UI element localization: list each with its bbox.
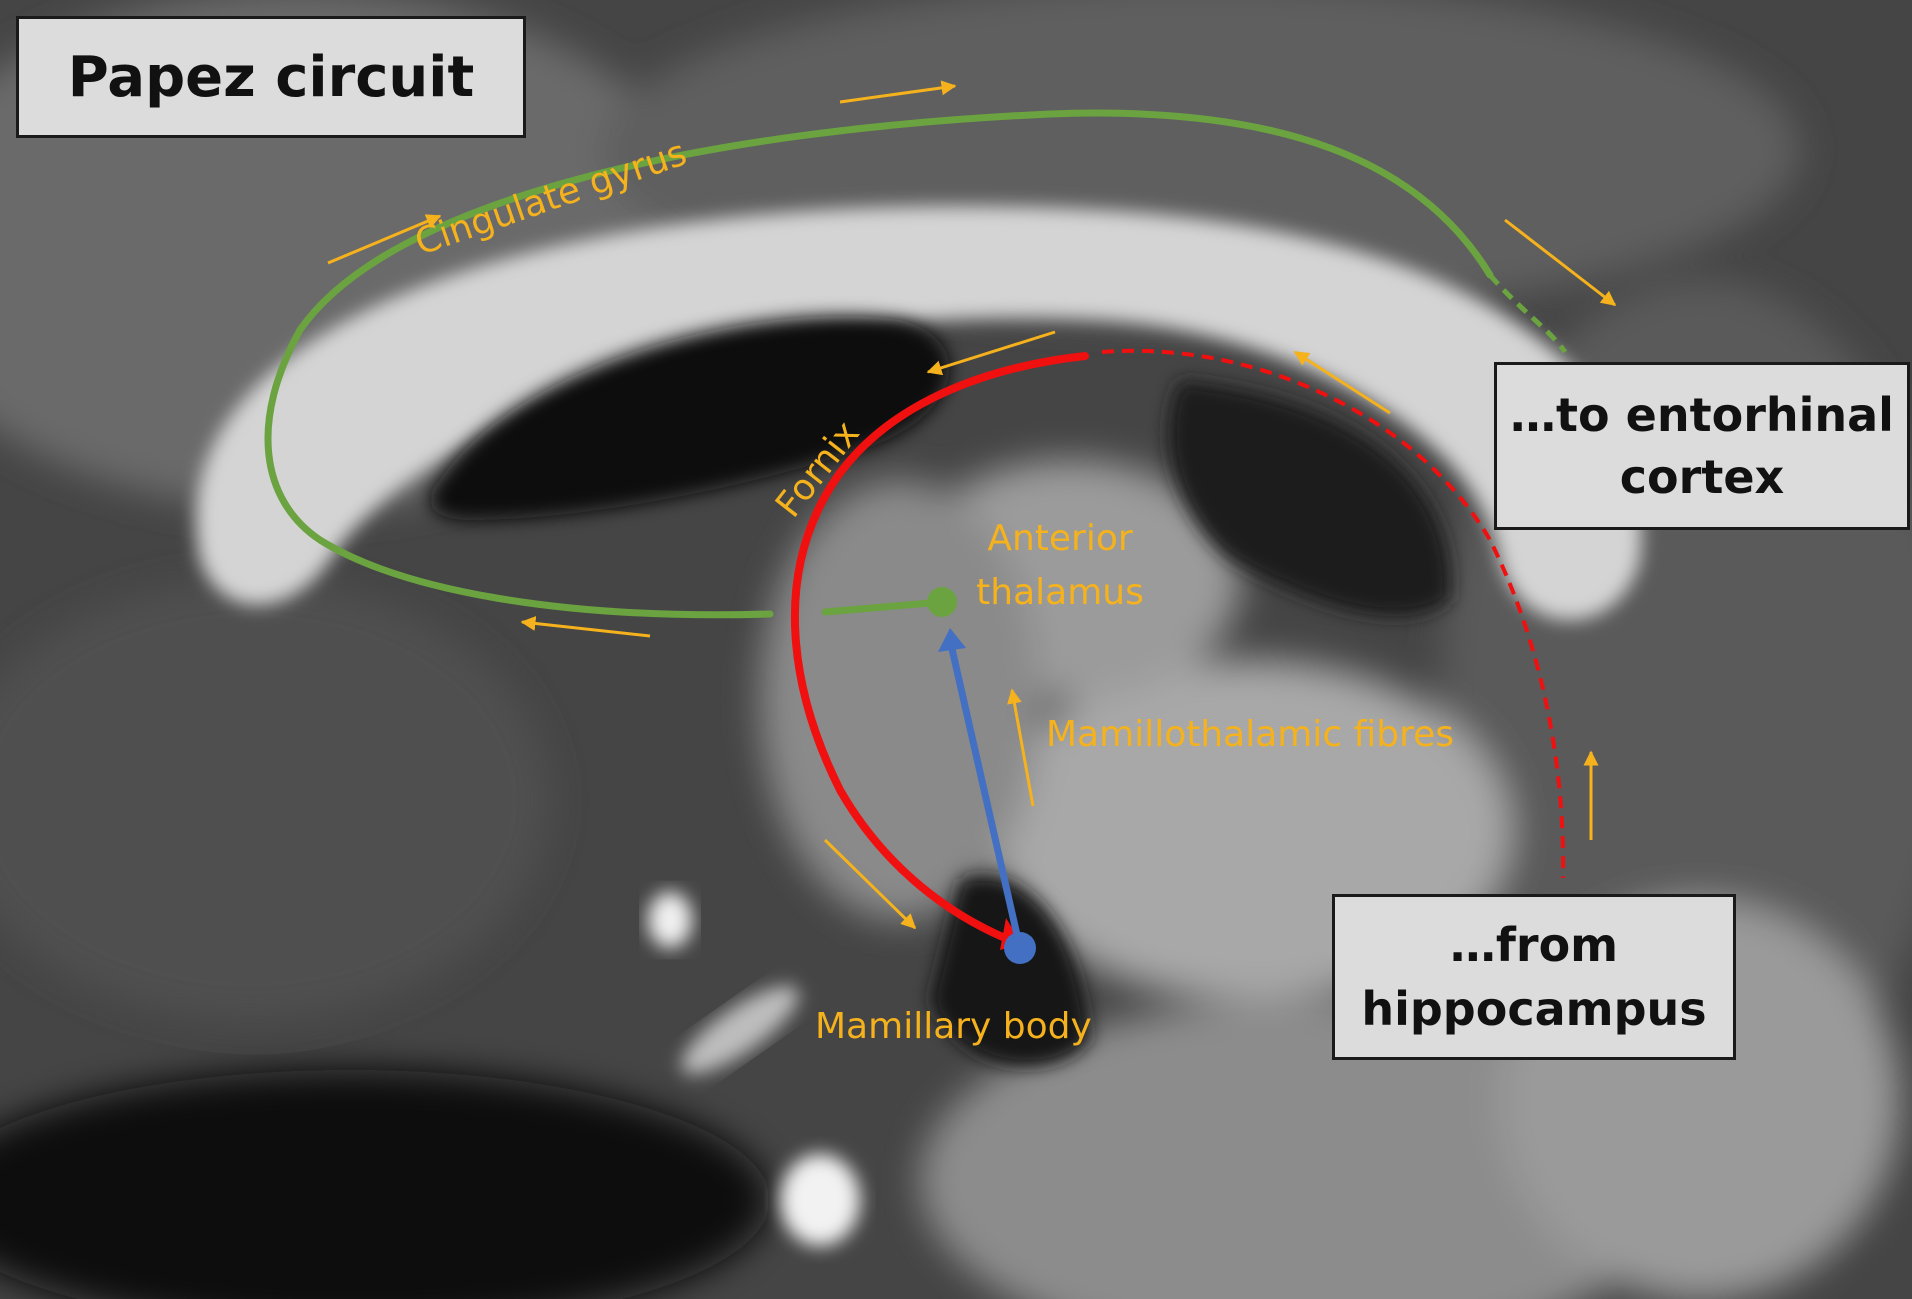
cingulate-path-solid — [264, 109, 1494, 619]
mamillary-body-label: Mamillary body — [815, 1006, 1092, 1047]
direction-arrow — [1504, 218, 1617, 307]
mamillothalamic-arrowhead — [938, 628, 966, 652]
to-entorhinal-line2: cortex — [1619, 450, 1785, 504]
direction-arrow — [1293, 350, 1391, 415]
to-entorhinal-line1: …to entorhinal — [1510, 388, 1894, 442]
anterior-thalamus-line2: thalamus — [976, 572, 1144, 613]
direction-arrow — [839, 80, 957, 104]
direction-arrow — [926, 330, 1056, 376]
anterior-thalamus-label: Anterior thalamus — [975, 512, 1145, 620]
anterior-thalamus-node — [927, 587, 957, 617]
from-hippocampus-box: …from hippocampus — [1332, 894, 1736, 1060]
mamillothalamic-tract — [946, 636, 1024, 952]
direction-arrow — [520, 616, 651, 638]
direction-arrow — [1007, 688, 1035, 807]
fornix-path-solid — [790, 352, 1089, 942]
direction-arrows — [327, 80, 1617, 930]
direction-arrow — [327, 214, 442, 265]
mamillothalamic-pathway — [938, 628, 1036, 964]
fornix-path-dashed — [1101, 348, 1566, 879]
from-hippocampus-line2: hippocampus — [1361, 982, 1707, 1036]
page-title: Papez circuit — [67, 44, 475, 110]
mamillary-body-node — [1004, 932, 1036, 964]
mamillothalamic-fibres-label: Mamillothalamic fibres — [1046, 714, 1455, 755]
title-box: Papez circuit — [16, 16, 526, 138]
anterior-thalamus-line1: Anterior — [987, 518, 1133, 559]
direction-arrow — [823, 838, 917, 930]
from-hippocampus-line1: …from — [1449, 918, 1619, 972]
to-entorhinal-box: …to entorhinal cortex — [1494, 362, 1910, 530]
cingulate-path-dashed — [1488, 273, 1568, 354]
thalamic-cingulate-link — [821, 598, 946, 616]
cingulate-pathway — [264, 109, 1568, 619]
